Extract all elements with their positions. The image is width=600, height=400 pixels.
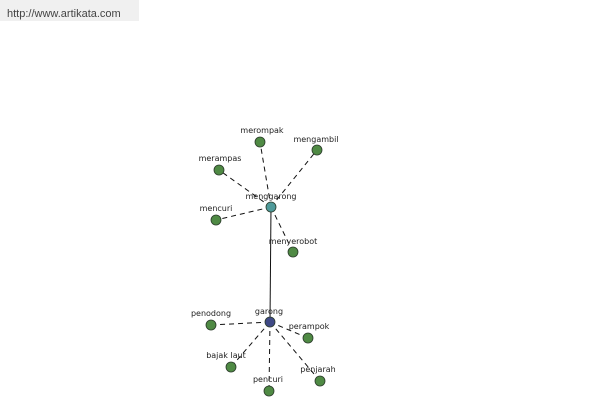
node-circle-menggarong[interactable] [265,201,277,213]
edge-garong-perampok [269,321,309,339]
node-circle-mengambil[interactable] [311,144,323,156]
nodes-layer: menggarong garong merompak mengambil merampa… [191,126,339,397]
node-label-perampok: perampok [289,322,330,331]
node-label-penodong: penodong [191,309,231,318]
node-circle-bajak-laut[interactable] [225,361,237,373]
node-penodong[interactable]: penodong [191,309,231,331]
node-garong[interactable]: garong [255,307,283,328]
node-circle-garong[interactable] [264,316,276,328]
node-bajak-laut[interactable]: bajak laut [206,351,246,373]
edges-layer [210,141,321,392]
node-perampok[interactable]: perampok [289,322,330,344]
node-merampas[interactable]: merampas [199,154,242,176]
node-circle-penodong[interactable] [205,319,217,331]
node-label-bajak-laut: bajak laut [206,351,246,360]
node-circle-mencuri[interactable] [210,214,222,226]
node-label-mengambil: mengambil [293,135,338,144]
node-merompak[interactable]: merompak [240,126,284,148]
edge-menggarong-garong [269,206,272,323]
edge-garong-pencuri [268,321,271,392]
edge-garong-bajak-laut [230,321,271,368]
node-mengambil[interactable]: mengambil [293,135,339,156]
edge-garong-penodong [210,321,271,326]
node-label-menggarong: menggarong [246,192,297,201]
url-text[interactable]: http://www.artikata.com [7,8,121,20]
node-label-merompak: merompak [240,126,283,135]
node-circle-pencuri[interactable] [263,385,275,397]
node-label-pencuri: pencuri [253,375,283,384]
node-label-garong: garong [255,307,283,316]
node-circle-penjarah[interactable] [314,375,326,387]
node-circle-menyerobot[interactable] [287,246,299,258]
node-penjarah[interactable]: penjarah [300,365,336,387]
node-pencuri[interactable]: pencuri [253,375,283,397]
node-circle-merompak[interactable] [254,136,266,148]
node-label-merampas: merampas [199,154,242,163]
edge-menggarong-merompak [259,141,272,208]
edge-menggarong-mengambil [270,149,318,208]
edge-menggarong-merampas [218,169,272,208]
node-circle-merampas[interactable] [213,164,225,176]
edge-menggarong-mencuri [215,206,272,221]
node-label-penjarah: penjarah [300,365,335,374]
edge-garong-penjarah [269,321,321,382]
node-label-mencuri: mencuri [200,204,233,213]
node-label-menyerobot: menyerobot [269,237,318,246]
url-banner[interactable]: http://www.artikata.com [0,0,139,21]
node-menyerobot[interactable]: menyerobot [269,237,318,258]
node-mencuri[interactable]: mencuri [200,204,233,226]
node-circle-perampok[interactable] [302,332,314,344]
node-menggarong[interactable]: menggarong [246,192,297,213]
